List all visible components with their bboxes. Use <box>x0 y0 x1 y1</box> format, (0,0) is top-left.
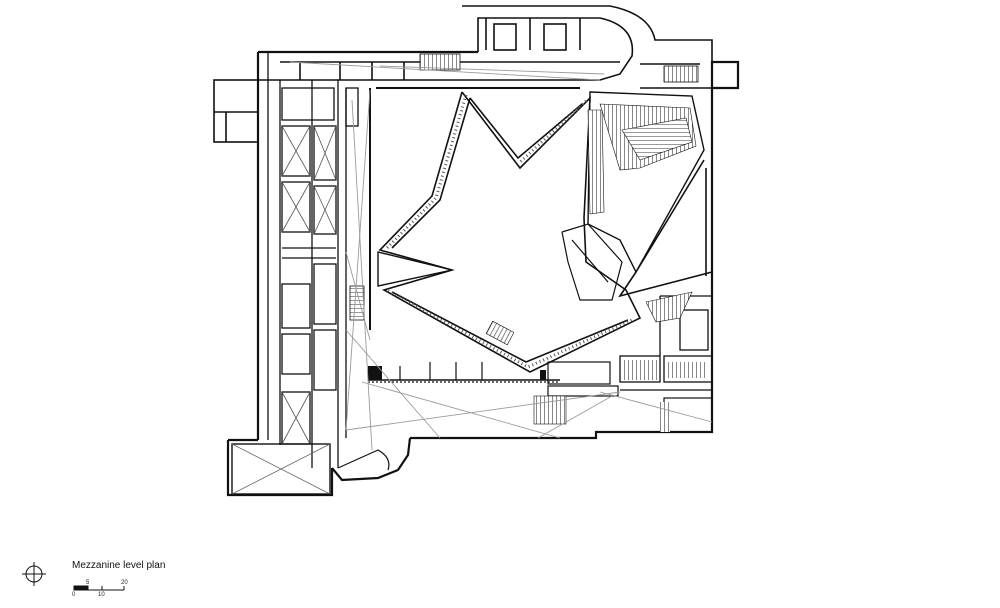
plan-caption: Mezzanine level plan <box>72 560 166 571</box>
west-wing-diagonals <box>281 125 337 445</box>
structural-column <box>368 366 382 380</box>
atrium-spike <box>377 251 453 287</box>
scale-label-10: 10 <box>98 592 105 598</box>
east-wing-seating-2 <box>668 362 708 378</box>
southwest-block <box>231 443 331 495</box>
south-curved-stair <box>337 449 390 471</box>
north-stair <box>419 53 461 71</box>
north-arrow-icon <box>22 562 46 586</box>
west-entry-block <box>213 79 259 143</box>
atrium-spiral-stair <box>561 223 623 301</box>
east-wing-tiered <box>645 291 693 323</box>
atrium-ramp <box>485 320 515 346</box>
northeast-stair <box>663 65 699 83</box>
scale-label-5: 5 <box>86 580 90 586</box>
atrium-wall-hatch <box>384 94 635 369</box>
north-curved-wing <box>258 5 713 89</box>
scale-label-0: 0 <box>72 592 76 598</box>
west-wing-rooms <box>267 52 359 468</box>
scale-bar <box>73 585 125 591</box>
auditorium-east-wall <box>618 159 713 298</box>
auditorium <box>587 91 705 274</box>
east-wing-seating <box>624 360 658 380</box>
southeast-stair <box>660 402 670 432</box>
south-colonnade <box>368 362 560 383</box>
circulation-lines <box>289 61 713 451</box>
scale-label-20: 20 <box>121 580 128 586</box>
structural-column-2 <box>540 370 546 380</box>
